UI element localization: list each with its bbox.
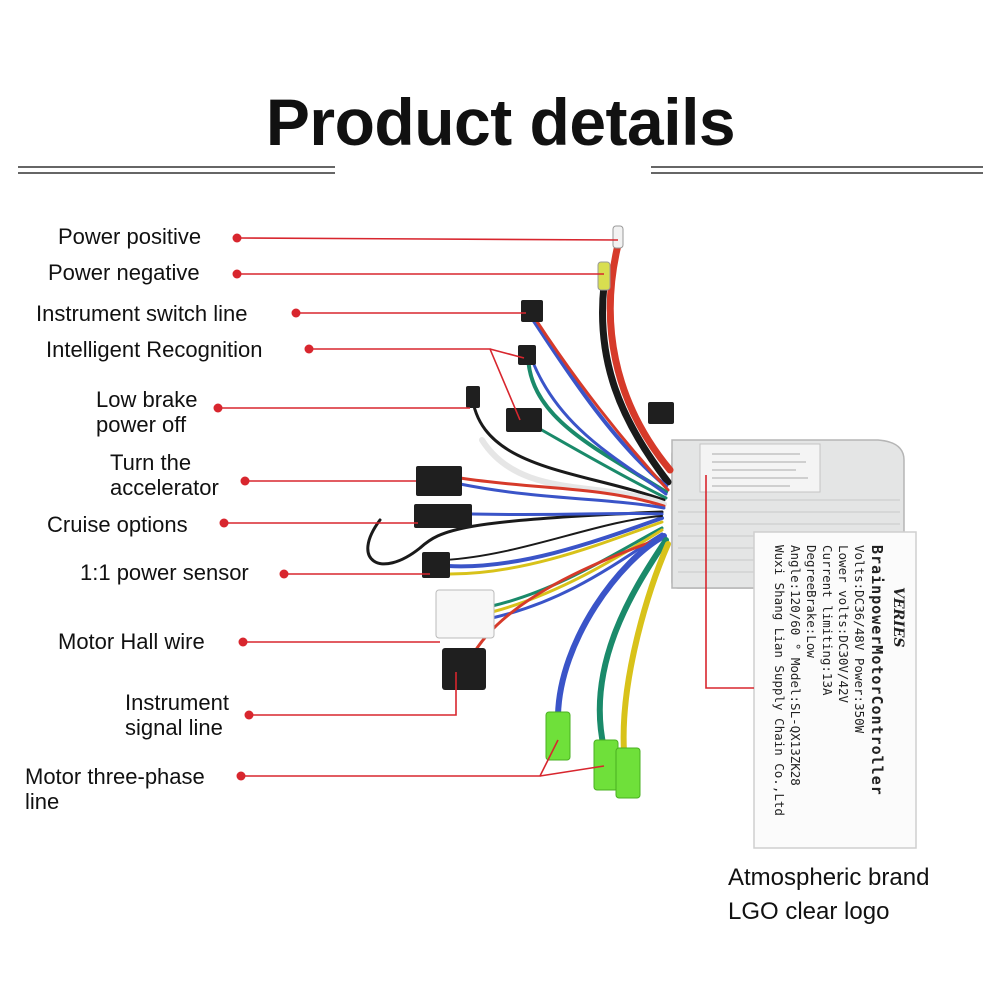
wire-cruise-black bbox=[366, 510, 664, 566]
label-turn-accelerator: Turn the accelerator bbox=[110, 450, 219, 500]
connector-recognition bbox=[518, 345, 536, 365]
terminal-power-positive bbox=[612, 225, 624, 249]
terminal-power-negative bbox=[597, 261, 611, 291]
wire-hall-yellow bbox=[490, 528, 664, 614]
wire-accel-blue bbox=[458, 482, 666, 510]
brand-caption-line-1: Atmospheric brand bbox=[728, 864, 930, 891]
connector-instrument-signal bbox=[442, 648, 486, 690]
wire-switch-red bbox=[534, 318, 670, 492]
connector-cruise bbox=[414, 504, 472, 528]
connector-phase-yellow bbox=[615, 747, 641, 799]
connector-switch bbox=[521, 300, 543, 322]
wire-sensor-blue bbox=[446, 516, 664, 569]
connector-extra bbox=[648, 402, 674, 424]
product-label-card bbox=[753, 531, 917, 849]
connector-phase-green bbox=[593, 739, 619, 791]
label-power-positive: Power positive bbox=[58, 224, 202, 249]
label-intelligent-recognition: Intelligent Recognition bbox=[46, 337, 263, 362]
wire-sensor-yellow bbox=[448, 520, 664, 576]
brand-caption: Atmospheric brand LGO clear logo bbox=[728, 861, 929, 929]
label-line-7: Wuxi Shang Lian Supply Chain Co.,Ltd bbox=[772, 545, 787, 816]
wire-phase-blue bbox=[555, 533, 667, 718]
wire-recog-green bbox=[526, 354, 668, 494]
connector-phase-blue bbox=[545, 711, 571, 761]
brand-logo-text: VERIES bbox=[890, 587, 906, 648]
label-line-6: Angle:120/60 ° Model:SL-QX13ZK28 bbox=[788, 545, 803, 786]
label-power-negative: Power negative bbox=[48, 260, 200, 285]
header-rule-left bbox=[18, 166, 335, 174]
callout-dots bbox=[213, 233, 314, 781]
wire-accel-red bbox=[458, 476, 666, 508]
label-instrument-switch-line: Instrument switch line bbox=[36, 301, 248, 326]
wire-cruise-blue bbox=[470, 511, 664, 517]
label-line-1: BrainpowerMotorController bbox=[868, 545, 886, 796]
label-motor-hall-wire: Motor Hall wire bbox=[58, 629, 205, 654]
wire-phase-green bbox=[596, 537, 669, 751]
label-cruise-options: Cruise options bbox=[47, 512, 188, 537]
connector-power-sensor bbox=[422, 552, 450, 578]
connectors bbox=[414, 225, 674, 799]
wire-recog-blue bbox=[530, 358, 668, 496]
connector-brake-b bbox=[506, 408, 542, 432]
connector-motor-hall bbox=[435, 589, 495, 639]
wire-sensor-black bbox=[443, 515, 663, 561]
label-line-3: Lower volts:DC30V/42V bbox=[836, 545, 851, 704]
label-line-5: DegreeBrake:Low bbox=[804, 545, 819, 658]
wire-brake-black bbox=[470, 393, 666, 502]
callout-lines bbox=[218, 237, 754, 777]
page-title: Product details bbox=[265, 85, 736, 159]
brand-caption-line-2: LGO clear logo bbox=[728, 898, 890, 925]
wire-switch-blue bbox=[530, 316, 668, 488]
label-instrument-signal-line: Instrument signal line bbox=[125, 690, 229, 740]
label-line-2: Volts:DC36/48V Power:350W bbox=[852, 545, 867, 734]
connector-accelerator bbox=[416, 466, 462, 496]
wire-power-positive bbox=[606, 241, 674, 474]
wire-bundle bbox=[366, 241, 674, 755]
label-power-sensor: 1:1 power sensor bbox=[80, 560, 249, 585]
product-label-text: VERIES BrainpowerMotorController Volts:D… bbox=[760, 537, 912, 827]
connector-brake-a bbox=[466, 386, 480, 408]
label-motor-three-phase-line: Motor three-phase line bbox=[25, 764, 205, 814]
wire-phase-yellow bbox=[620, 541, 671, 755]
header-rule-right bbox=[651, 166, 983, 174]
label-line-4: Current limiting:13A bbox=[820, 545, 835, 696]
wire-white bbox=[479, 437, 667, 507]
wire-power-negative bbox=[598, 281, 672, 486]
label-low-brake-power-off: Low brake power off bbox=[96, 387, 198, 437]
